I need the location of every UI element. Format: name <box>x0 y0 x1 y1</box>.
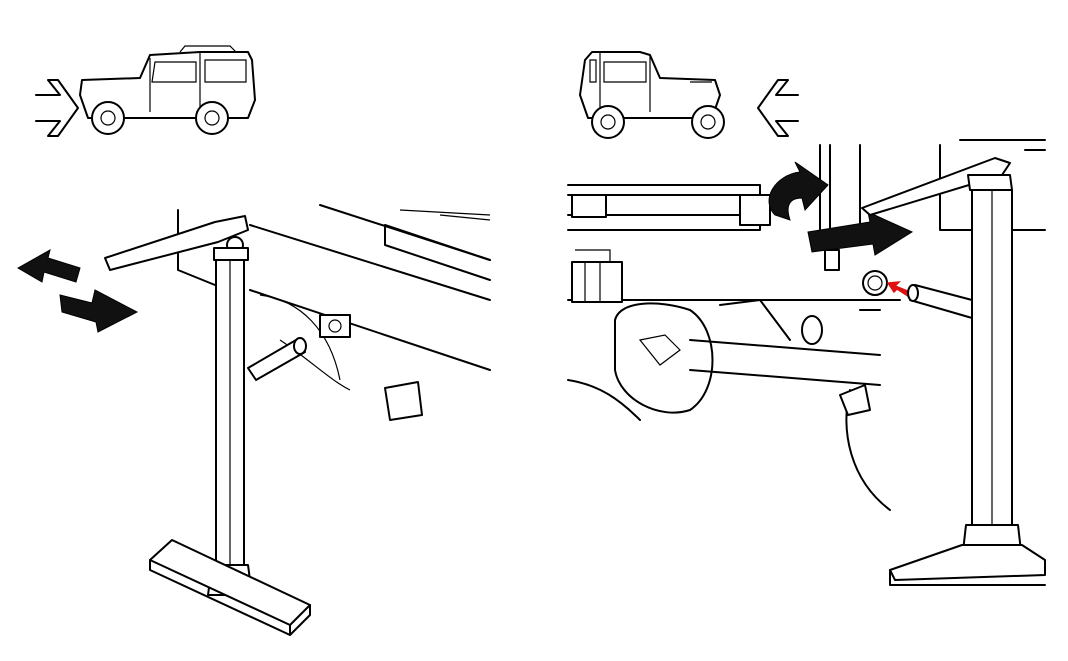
vehicle-icon <box>79 45 256 135</box>
jack-stand-icon <box>861 157 1046 586</box>
jack-stand-icon <box>104 215 311 636</box>
chassis <box>567 139 1046 511</box>
vehicle-icon <box>579 51 725 139</box>
vehicle-body <box>177 204 491 421</box>
direction-arrow-icon <box>35 79 79 137</box>
push-arrow-icon <box>807 211 914 256</box>
red-pointer-icon <box>886 281 912 298</box>
double-arrow-icon <box>16 248 139 333</box>
direction-arrow-icon <box>757 79 799 137</box>
right-panel <box>567 51 1046 586</box>
left-panel <box>16 45 491 636</box>
rotate-arrow-icon <box>768 161 829 221</box>
